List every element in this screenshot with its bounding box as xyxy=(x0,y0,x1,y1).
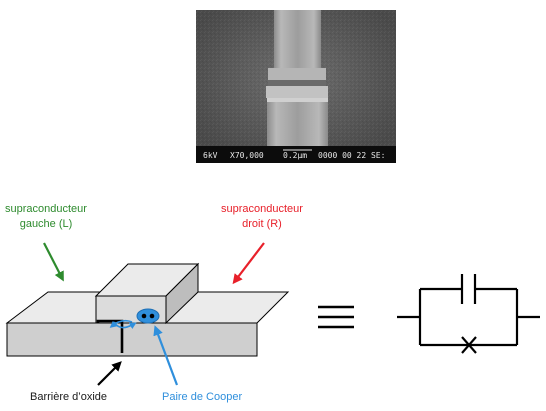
base-layer-front xyxy=(7,323,257,356)
equivalent-circuit xyxy=(397,274,540,353)
right-electrode-arrow-icon xyxy=(235,243,264,281)
sem-magnification: X70,000 xyxy=(230,151,264,160)
label-right-electrode: supraconducteur droit (R) xyxy=(221,203,303,281)
oxide-barrier-arrow-icon xyxy=(98,364,119,385)
left-electrode-arrow-icon xyxy=(44,243,62,278)
sem-voltage: 6kV xyxy=(203,151,218,160)
label-left-electrode: supraconducteur gauche (L) xyxy=(5,203,87,278)
sem-codes: 0000 00 22 SE: xyxy=(318,151,385,160)
electron-dot-icon xyxy=(150,314,155,319)
capacitor-icon xyxy=(462,274,475,304)
left-electrode-label-line1: supraconducteur xyxy=(5,203,87,215)
right-electrode-label-line1: supraconducteur xyxy=(221,203,303,215)
electron-dot-icon xyxy=(142,314,147,319)
right-electrode-label-line2: droit (R) xyxy=(242,218,282,230)
cooper-pair-icon xyxy=(137,309,159,323)
cooper-pair-label: Paire de Cooper xyxy=(162,391,242,403)
left-electrode-label-line2: gauche (L) xyxy=(20,218,73,230)
junction-schematic xyxy=(7,264,288,356)
sem-micrograph: 6kV X70,000 0.2μm 0000 00 22 SE: xyxy=(196,10,396,163)
label-oxide-barrier: Barrière d’oxide xyxy=(30,364,119,403)
oxide-barrier-label: Barrière d’oxide xyxy=(30,391,107,403)
sem-scale-label: 0.2μm xyxy=(283,151,307,160)
equivalence-symbol xyxy=(318,307,354,327)
